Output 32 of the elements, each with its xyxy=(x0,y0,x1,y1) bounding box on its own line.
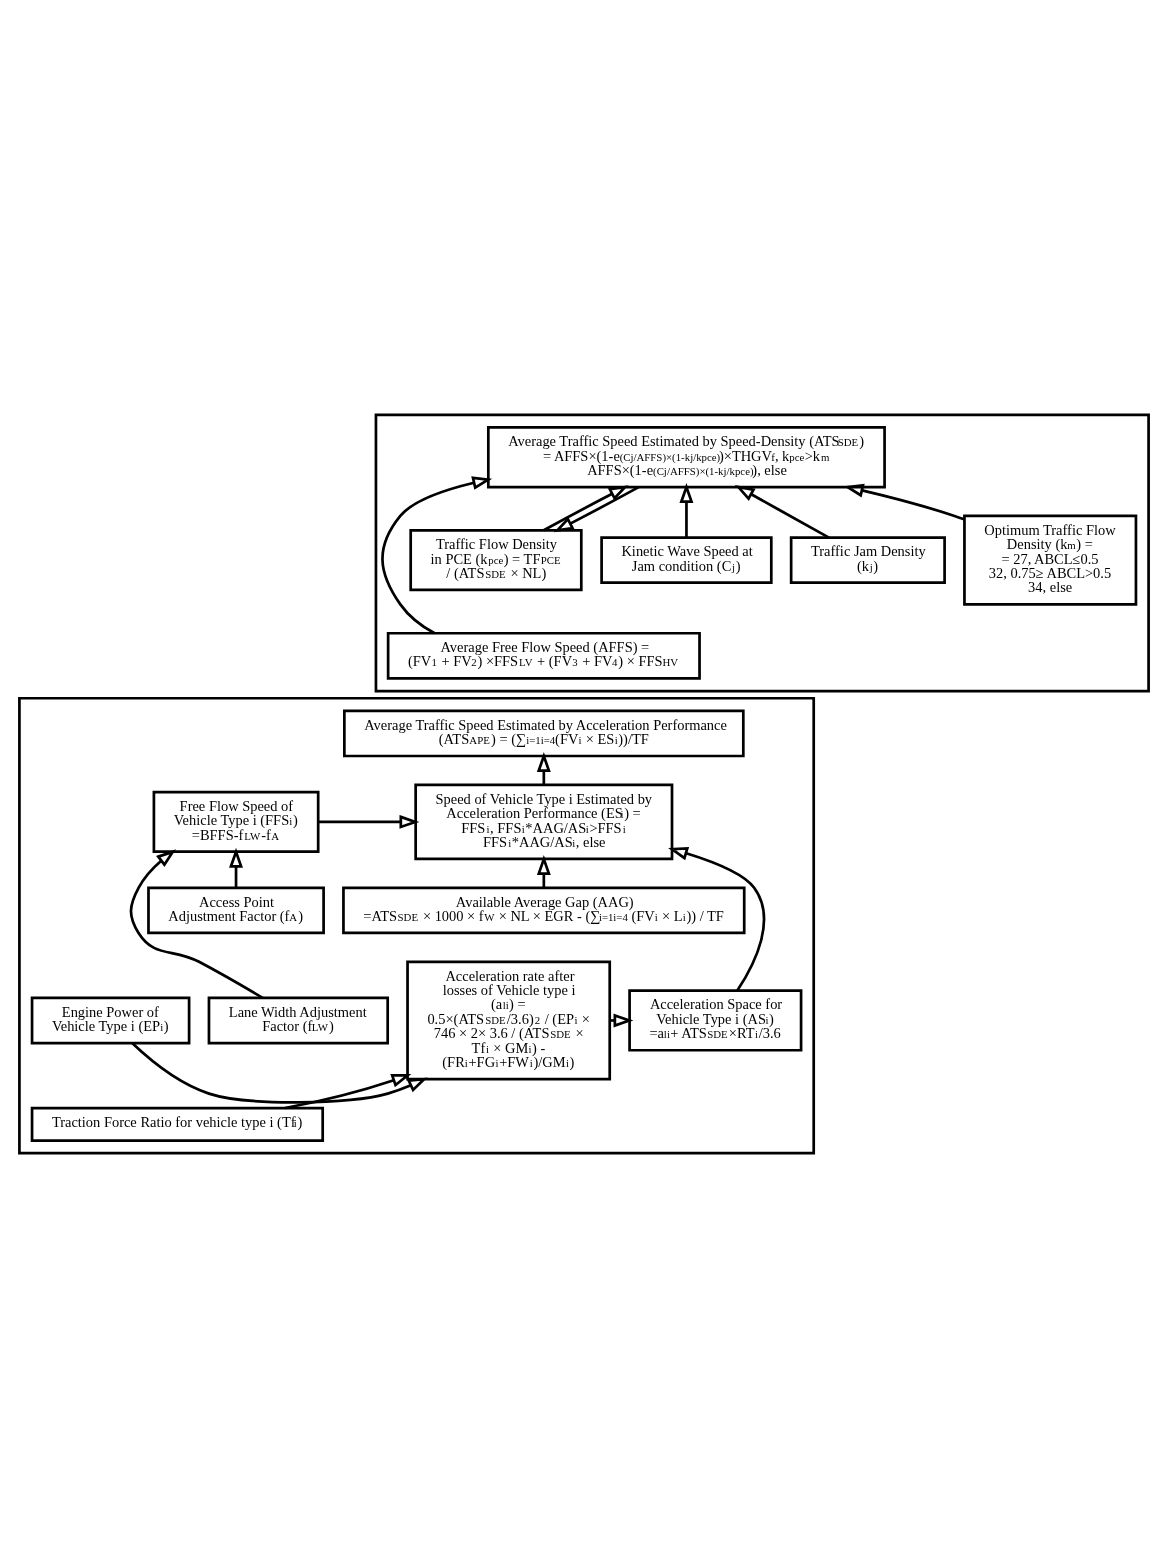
node-box: Average Free Flow Speed (AFFS) = (FV1 + FV2) ×FFSLV + (FV3 + FV4) × FFSHV xyxy=(386,631,701,680)
arrow xyxy=(553,485,640,533)
cluster xyxy=(18,696,816,1155)
node-box: Traffic Flow Density in PCE (kpce) = TFPCE / (ATSSDE × NL) xyxy=(409,529,583,592)
node-box: Acceleration Space for Vehicle Type i (ASi) =ali+ ATSSDE×RTi/3.6 xyxy=(628,989,803,1052)
node-box: Lane Width Adjustment Factor (fLW) xyxy=(207,996,390,1045)
arrow xyxy=(129,849,264,1000)
arrow xyxy=(843,483,965,521)
arrow xyxy=(536,855,551,888)
arrow xyxy=(284,1074,412,1110)
arrow xyxy=(318,814,420,829)
node-box: Access Point Adjustment Factor (fA) xyxy=(147,886,325,935)
arrow xyxy=(229,847,243,888)
node-box: Optimum Traffic Flow Density (km) = = 27, ABCL≤0.5 32, 0.75≥ ABCL>0.5 34, else xyxy=(963,514,1138,606)
arrow xyxy=(131,1042,428,1104)
node-box: Kinetic Wave Speed at Jam condition (Cj) xyxy=(600,536,773,585)
node-box: Traffic Jam Density (kj) xyxy=(789,536,946,585)
arrow xyxy=(734,485,830,539)
node-box: Available Average Gap (AAG) =ATSSDE × 1000 × fW × NL × EGR - (∑i=1i=4 (FVi × Li)) / TF xyxy=(342,886,746,935)
arrow xyxy=(668,846,766,992)
node-box: Speed of Vehicle Type i Estimated by Acceleration Performance (ESi) = FFSi, FFSi*AAG/ASi>FFSi FFSi*AAG/ASi, else xyxy=(414,783,674,861)
arrow xyxy=(536,752,551,785)
arrow xyxy=(543,485,629,532)
node-box: Free Flow Speed of Vehicle Type i (FFSi) =BFFS-fLW-fA xyxy=(152,790,320,854)
node-box: Average Traffic Speed Estimated by Acceleration Performance (ATSAPE) = (∑i=1i=4(FVi × ESi))/TF xyxy=(343,709,745,758)
arrow xyxy=(381,476,493,635)
arrow xyxy=(609,1013,634,1028)
cluster xyxy=(374,413,1150,693)
node-box: Acceleration rate after losses of Vehicle type i (ali) = 0.5×(ATSSDE/3.6)2 / (EPi × 746 × 2× 3.6 / (ATSSDE × Tfi × GMi) - (FRi+FGi+FWi)/GMi) xyxy=(406,960,612,1081)
node-box: Engine Power of Vehicle Type i (EPi) xyxy=(30,996,191,1045)
node-box: Average Traffic Speed Estimated by Speed-Density (ATSSDE) = AFFS×(1-e(Cj/AFFS)×(1-kj/kpce))×THGVf, kpce>km AFFS×(1-e(Cj/AFFS)×(1-kj/kpce)), else xyxy=(486,426,886,489)
arrow xyxy=(679,483,694,538)
